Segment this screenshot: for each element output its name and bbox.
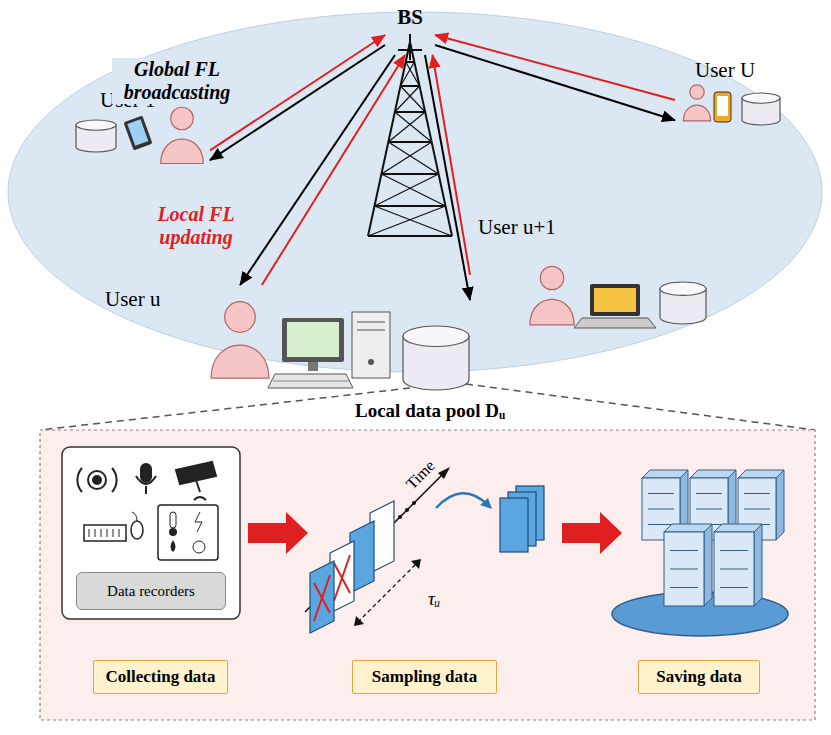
user-device: User U [675,58,785,133]
node-text: BS [397,5,423,30]
step-box: Saving data [638,660,760,694]
step-box: Sampling data [352,660,497,694]
node-text: User u [105,287,160,312]
interval-label: τᵤ [428,588,440,610]
base-station: BS [385,5,435,55]
edge-label: Local FL updating [146,203,246,249]
upload-arrow [435,35,675,100]
node-text: User u+1 [478,215,556,240]
step-box: Collecting data [93,660,228,694]
node-text: Collecting data [105,667,215,687]
node-text: Saving data [656,667,742,687]
edge-label: Global FL broadcasting [112,58,242,104]
broadcast-arrow [435,45,675,120]
upload-arrow [262,55,405,285]
user-device: User u [95,285,470,392]
broadcast-arrow [240,55,395,285]
node-text: Sampling data [372,667,477,687]
broadcast-arrow [425,55,470,300]
recorder-label: Data recorders [76,572,226,610]
user-device: User u+1 [470,215,710,330]
node-text: User U [695,58,755,83]
node-text: Data recorders [107,583,195,600]
upload-arrow [433,55,471,275]
pool-label: Local data pool Dᵤ [355,400,505,422]
